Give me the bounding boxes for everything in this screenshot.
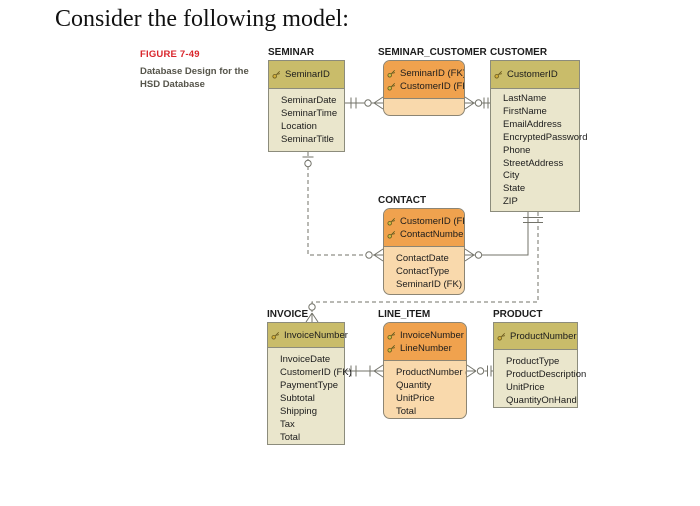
pk-attribute: SeminarID (FK) (387, 67, 464, 80)
key-icon (387, 82, 397, 91)
pk-name: CustomerID (507, 69, 558, 80)
entity-title: LINE_ITEM (378, 309, 431, 320)
key-icon (494, 70, 504, 79)
attribute: CustomerID (FK) (280, 367, 352, 378)
entity-box: CustomerID (FK) ContactNumber ContactDat… (383, 208, 465, 295)
page-title: Consider the following model: (55, 6, 349, 32)
entity-box: SeminarID SeminarDate SeminarTime Locati… (268, 60, 345, 152)
pk-name: InvoiceNumber (284, 329, 348, 341)
attribute: InvoiceDate (280, 354, 331, 365)
attribute: Subtotal (280, 393, 315, 404)
pk-attribute: LineNumber (387, 342, 466, 355)
entity-box: ProductNumber ProductType ProductDescrip… (493, 322, 587, 408)
key-icon (387, 230, 397, 239)
pk-name: LineNumber (400, 342, 452, 354)
attribute: UnitPrice (396, 393, 435, 404)
pk-attribute: ProductNumber (497, 330, 577, 343)
pk-attribute: InvoiceNumber (387, 329, 466, 342)
figure-caption: Database Design for the HSD Database (140, 66, 249, 90)
entity-title: INVOICE (267, 309, 309, 320)
attribute: EncryptedPassword (503, 131, 588, 143)
attribute: ProductDescription (506, 369, 587, 380)
pk-name: ContactNumber (400, 228, 465, 240)
pk-attribute: CustomerID (494, 68, 579, 81)
attribute: SeminarID (FK) (396, 279, 462, 290)
attribute: Total (396, 406, 417, 417)
attribute: SeminarTitle (281, 134, 334, 145)
entity-invoice: INVOICE InvoiceNumber InvoiceDate Custom… (267, 309, 352, 445)
key-icon (497, 332, 507, 341)
attribute: ContactType (396, 266, 450, 277)
attribute: City (503, 170, 520, 182)
key-icon (271, 331, 281, 340)
key-icon (387, 217, 397, 226)
entity-product: PRODUCT ProductNumber ProductType Produc… (493, 309, 587, 408)
attribute: SeminarTime (281, 108, 338, 119)
pk-attribute: CustomerID (FK) (387, 215, 464, 228)
attribute: Phone (503, 144, 531, 156)
attribute: ContactDate (396, 253, 449, 264)
pk-name: CustomerID (FK) (400, 215, 465, 227)
pk-name: InvoiceNumber (400, 329, 464, 341)
attribute: EmailAddress (503, 118, 562, 130)
attribute: Total (280, 432, 301, 443)
key-icon (387, 344, 397, 353)
attribute: StreetAddress (503, 157, 564, 169)
pk-attribute: CustomerID (FK) (387, 80, 464, 93)
entity-title: SEMINAR_CUSTOMER (378, 47, 487, 58)
entity-title: CUSTOMER (490, 47, 548, 58)
entity-line-item: LINE_ITEM InvoiceNumber LineNumber Produ… (378, 309, 467, 419)
attribute: Location (281, 121, 317, 132)
figure-label: FIGURE 7-49 (140, 49, 200, 60)
key-icon (387, 331, 397, 340)
attribute: ProductType (506, 356, 560, 367)
entity-box: SeminarID (FK) CustomerID (FK) (383, 60, 465, 116)
figure-caption-block: FIGURE 7-49 Database Design for the HSD … (140, 49, 250, 91)
attribute: Tax (280, 419, 295, 430)
attribute: QuantityOnHand (506, 395, 577, 406)
attribute: Quantity (396, 380, 432, 391)
entity-contact: CONTACT CustomerID (FK) ContactNumber Co… (378, 195, 465, 295)
attribute: ProductNumber (FK) (396, 367, 466, 378)
pk-attribute: InvoiceNumber (271, 329, 348, 342)
entity-title: CONTACT (378, 195, 427, 206)
attribute: UnitPrice (506, 382, 545, 393)
pk-name: ProductNumber (510, 330, 577, 342)
key-icon (387, 69, 397, 78)
entity-seminar-customer: SEMINAR_CUSTOMER SeminarID (FK) Customer… (378, 47, 487, 116)
entity-box: CustomerID LastName FirstName EmailAddre… (490, 60, 588, 212)
pk-attribute: SeminarID (272, 68, 344, 81)
attribute: LastName (503, 93, 547, 104)
entity-customer: CUSTOMER CustomerID LastName FirstName E… (490, 47, 588, 212)
attribute: State (503, 183, 526, 195)
entity-box: InvoiceNumber InvoiceDate CustomerID (FK… (267, 322, 352, 445)
attribute: Shipping (280, 406, 317, 417)
entity-title: SEMINAR (268, 47, 315, 58)
entity-title: PRODUCT (493, 309, 543, 320)
pk-name: SeminarID (FK) (400, 67, 465, 79)
pk-name: CustomerID (FK) (400, 80, 465, 92)
entity-box: InvoiceNumber LineNumber ProductNumber (… (383, 322, 467, 419)
attribute: SeminarDate (281, 95, 337, 106)
attribute: PaymentType (280, 380, 339, 391)
pk-name: SeminarID (285, 69, 330, 80)
key-icon (272, 70, 282, 79)
attribute: ZIP (503, 196, 518, 208)
entity-seminar: SEMINAR SeminarID SeminarDate SeminarTim… (268, 47, 345, 152)
pk-attribute: ContactNumber (387, 228, 464, 241)
attribute: FirstName (503, 105, 547, 117)
